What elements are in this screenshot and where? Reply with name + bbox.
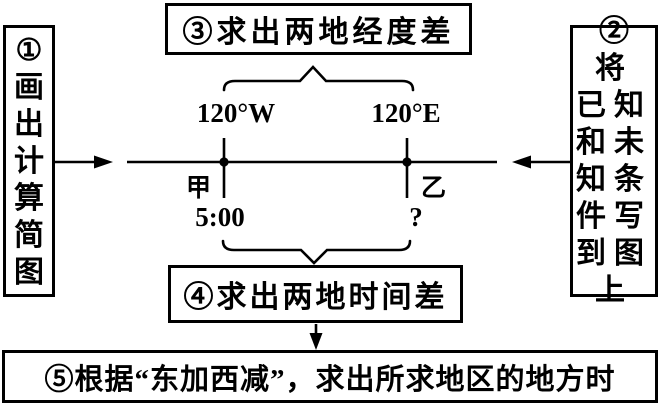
time-difference-underbrace [221,239,412,265]
step4-label: ④求出两地时间差 [183,281,448,314]
arrow-down-icon [309,333,323,350]
longitude-difference-overbrace [222,65,415,92]
east-longitude-label: 120°E [371,98,441,128]
west-point-dot [219,157,229,167]
east-time-label: ? [409,202,423,232]
step2-box: ②将 已知 和未 知条 件写 到图 上 [570,15,658,307]
east-place-label: 乙 [421,175,447,202]
arrow-right-icon [94,155,113,169]
step1-label: ① 画 出 计 算 简 图 [14,33,44,289]
step3-label: ③求出两地经度差 [182,16,455,49]
step1-box: ① 画 出 计 算 简 图 [3,25,55,297]
step2-label: ②将 已知 和未 知条 件写 到图 上 [576,15,652,307]
step5-label: ⑤根据“东加西减”，求出所求地区的地方时 [44,363,616,396]
step5-box: ⑤根据“东加西减”，求出所求地区的地方时 [2,350,658,403]
step3-box: ③求出两地经度差 [165,3,472,55]
arrow-left-icon [512,155,531,169]
west-place-label: 甲 [186,175,212,202]
west-time-label: 5:00 [195,202,245,232]
west-longitude-label: 120°W [196,98,276,128]
step4-box: ④求出两地时间差 [168,265,463,323]
east-point-dot [402,157,412,167]
